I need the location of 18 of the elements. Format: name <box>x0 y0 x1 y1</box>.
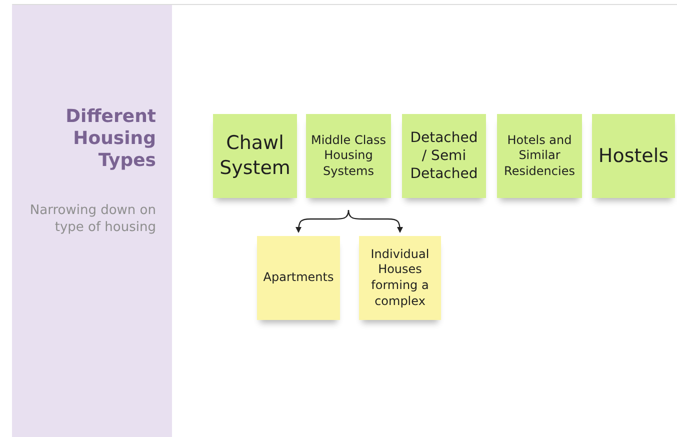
sticky-note <box>497 114 582 198</box>
sticky-note <box>257 236 340 320</box>
sticky-note <box>592 114 675 198</box>
brace-arrow <box>296 210 350 233</box>
sticky-note <box>213 114 297 198</box>
note-text: Hostels <box>598 144 669 168</box>
note-text: Individual Houses forming a complex <box>370 246 430 310</box>
note-text: Detached / Semi Detached <box>409 128 479 184</box>
title: Different Housing Types <box>64 106 156 172</box>
sticky-note <box>306 114 391 198</box>
note-text: Middle Class Housing Systems <box>310 132 387 180</box>
subtitle: Narrowing down on type of housing <box>28 202 156 236</box>
brace-arrow <box>348 210 403 233</box>
note-text: Hotels and Similar Residencies <box>503 132 576 180</box>
sticky-note <box>359 236 441 320</box>
note-text: Apartments <box>263 270 334 286</box>
note-text: Chawl System <box>218 131 292 181</box>
sticky-note <box>402 114 486 198</box>
